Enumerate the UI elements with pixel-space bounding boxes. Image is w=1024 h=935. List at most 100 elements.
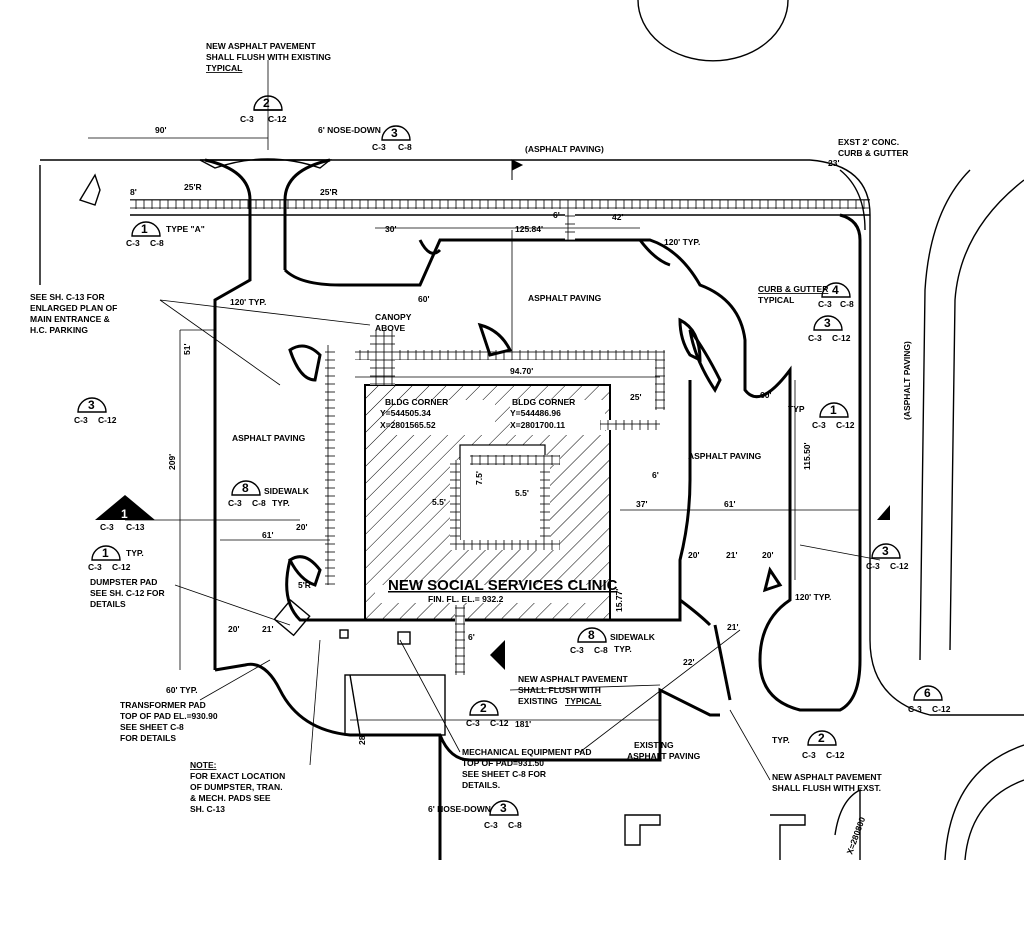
callout-sheet-b: C-12 bbox=[826, 750, 845, 760]
callout-sheet-b: C-8 bbox=[398, 142, 412, 152]
note-transformer-3: SEE SHEET C-8 bbox=[120, 722, 184, 732]
label-road-coordinate: X=280800 bbox=[844, 815, 867, 855]
note-dumpster-3: DETAILS bbox=[90, 599, 126, 609]
label-asphalt-paving-1: ASPHALT PAVING bbox=[528, 293, 602, 303]
callout-sheet-b: C-8 bbox=[508, 820, 522, 830]
callout-number: 2 bbox=[480, 701, 487, 715]
note-mech-pad-2: TOP OF PAD=931.50 bbox=[462, 758, 544, 768]
north-flag-top bbox=[511, 159, 524, 180]
dim-21-bottom: 21' bbox=[262, 624, 273, 634]
callout-3: 1 C-3 C-8 bbox=[126, 221, 164, 248]
callout-sheet-b: C-12 bbox=[98, 415, 117, 425]
bldg-corner-1-y: Y=544505.34 bbox=[380, 408, 431, 418]
label-typ-3: TYP. bbox=[126, 548, 144, 558]
note-transformer-1: TRANSFORMER PAD bbox=[120, 700, 206, 710]
callout-sheet-a: C-3 bbox=[74, 415, 88, 425]
callout-12: 3 C-3 C-12 bbox=[866, 543, 909, 571]
dim-25: 25' bbox=[630, 392, 641, 402]
label-nose-down-2: 6' NOSE-DOWN bbox=[428, 804, 491, 814]
callout-sheet-a: C-3 bbox=[126, 238, 140, 248]
dim-60-typ: 60' TYP. bbox=[166, 685, 198, 695]
callout-16: 3 C-3 C-8 bbox=[484, 800, 522, 830]
callout-number: 3 bbox=[824, 316, 831, 330]
note-asphalt-paving-top: (ASPHALT PAVING) bbox=[525, 144, 604, 154]
dim-5r: 5'R bbox=[298, 580, 311, 590]
callout-sheet-b: C-8 bbox=[594, 645, 608, 655]
callout-number: 6 bbox=[924, 686, 931, 700]
dim-60: 60' bbox=[418, 294, 429, 304]
label-asphalt-paving-vertical: (ASPHALT PAVING) bbox=[902, 341, 912, 420]
callout-number: 3 bbox=[882, 544, 889, 558]
parking-islands bbox=[288, 239, 783, 627]
dimension-lines bbox=[88, 137, 860, 721]
dim-181: 181' bbox=[515, 719, 531, 729]
note-see-c13-2: ENLARGED PLAN OF bbox=[30, 303, 117, 313]
callout-group: 2 C-3 C-12 3 C-3 C-8 1 C-3 C-8 4 C-3 C-8… bbox=[74, 95, 951, 830]
callout-sheet-b: C-12 bbox=[490, 718, 509, 728]
note-see-c13-4: H.C. PARKING bbox=[30, 325, 88, 335]
bldg-corner-2-title: BLDG CORNER bbox=[512, 397, 575, 407]
dim-28: 28' bbox=[357, 734, 367, 745]
bldg-corner-2-y: Y=544486.96 bbox=[510, 408, 561, 418]
flag-right bbox=[877, 505, 890, 520]
note-mech-pad-4: DETAILS. bbox=[462, 780, 500, 790]
notes: NEW ASPHALT PAVEMENT SHALL FLUSH WITH EX… bbox=[30, 41, 912, 856]
note-asphalt-top-2: SHALL FLUSH WITH EXISTING bbox=[206, 52, 331, 62]
top-island-arc bbox=[637, 0, 789, 62]
dim-20-left: 20' bbox=[296, 522, 307, 532]
callout-sheet-a: C-3 bbox=[484, 820, 498, 830]
note-body-4: SH. C-13 bbox=[190, 804, 225, 814]
callout-sheet-b: C-8 bbox=[150, 238, 164, 248]
sidewalks bbox=[325, 205, 665, 675]
note-existing-asphalt-2: ASPHALT PAVING bbox=[627, 751, 701, 761]
note-existing-asphalt-1: EXISTING bbox=[634, 740, 674, 750]
callout-number: 8 bbox=[242, 481, 249, 495]
dim-5-5-left: 5.5' bbox=[432, 497, 446, 507]
callout-sheet-a: C-3 bbox=[908, 704, 922, 714]
callout-sheet-a: C-3 bbox=[802, 750, 816, 760]
callout-sheet-a: C-3 bbox=[570, 645, 584, 655]
callout-sheet-a: C-3 bbox=[812, 420, 826, 430]
dim-94: 94.70' bbox=[510, 366, 533, 376]
clinic-name: NEW SOCIAL SERVICES CLINIC bbox=[388, 577, 618, 594]
callout-sheet-a: C-3 bbox=[100, 522, 114, 532]
dim-115: 115.50' bbox=[802, 442, 812, 470]
transformer-pad bbox=[339, 629, 349, 639]
finish-floor-elevation: FIN. FL. EL.= 932.2 bbox=[428, 594, 504, 604]
note-dumpster-2: SEE SH. C-12 FOR bbox=[90, 588, 165, 598]
note-typical: TYPICAL bbox=[758, 295, 794, 305]
dim-120-typ-right: 120' TYP. bbox=[795, 592, 831, 602]
note-mech-pad-3: SEE SHEET C-8 FOR bbox=[462, 769, 546, 779]
callout-5: 3 C-3 C-12 bbox=[808, 315, 851, 343]
note-curb-gutter: CURB & GUTTER bbox=[758, 284, 828, 294]
dim-61: 61' bbox=[724, 499, 735, 509]
callout-number: 3 bbox=[88, 398, 95, 412]
mech-pad bbox=[397, 631, 411, 645]
note-dumpster-1: DUMPSTER PAD bbox=[90, 577, 157, 587]
dim-25r-right: 25'R bbox=[320, 187, 338, 197]
callout-number: 1 bbox=[830, 403, 837, 417]
dim-61-left: 61' bbox=[262, 530, 273, 540]
callout-number: 8 bbox=[588, 628, 595, 642]
note-body-3: & MECH. PADS SEE bbox=[190, 793, 271, 803]
leader-lines bbox=[125, 299, 881, 781]
callout-11: 8 C-3 C-8 bbox=[570, 627, 608, 655]
note-body-1: FOR EXACT LOCATION bbox=[190, 771, 285, 781]
callout-sheet-a: C-3 bbox=[866, 561, 880, 571]
callout-number: 4 bbox=[832, 283, 839, 297]
label-asphalt-paving-2: ASPHALT PAVING bbox=[232, 433, 306, 443]
dim-120-typ-left: 120' TYP. bbox=[230, 297, 266, 307]
callout-number: 3 bbox=[500, 801, 507, 815]
dim-51: 51' bbox=[182, 344, 192, 355]
dim-209: 209' bbox=[167, 454, 177, 470]
dim-5-5-right: 5.5' bbox=[515, 488, 529, 498]
bldg-corner-1-x: X=2801565.52 bbox=[380, 420, 436, 430]
note-asphalt-top-1: NEW ASPHALT PAVEMENT bbox=[206, 41, 317, 51]
callout-number: 2 bbox=[818, 731, 825, 745]
note-exist-curb-2: CURB & GUTTER bbox=[838, 148, 908, 158]
dim-21-right-2: 21' bbox=[727, 622, 738, 632]
note-body-2: OF DUMPSTER, TRAN. bbox=[190, 782, 283, 792]
callout-15: 6 C-3 C-12 bbox=[908, 685, 951, 714]
callout-sheet-b: C-12 bbox=[832, 333, 851, 343]
